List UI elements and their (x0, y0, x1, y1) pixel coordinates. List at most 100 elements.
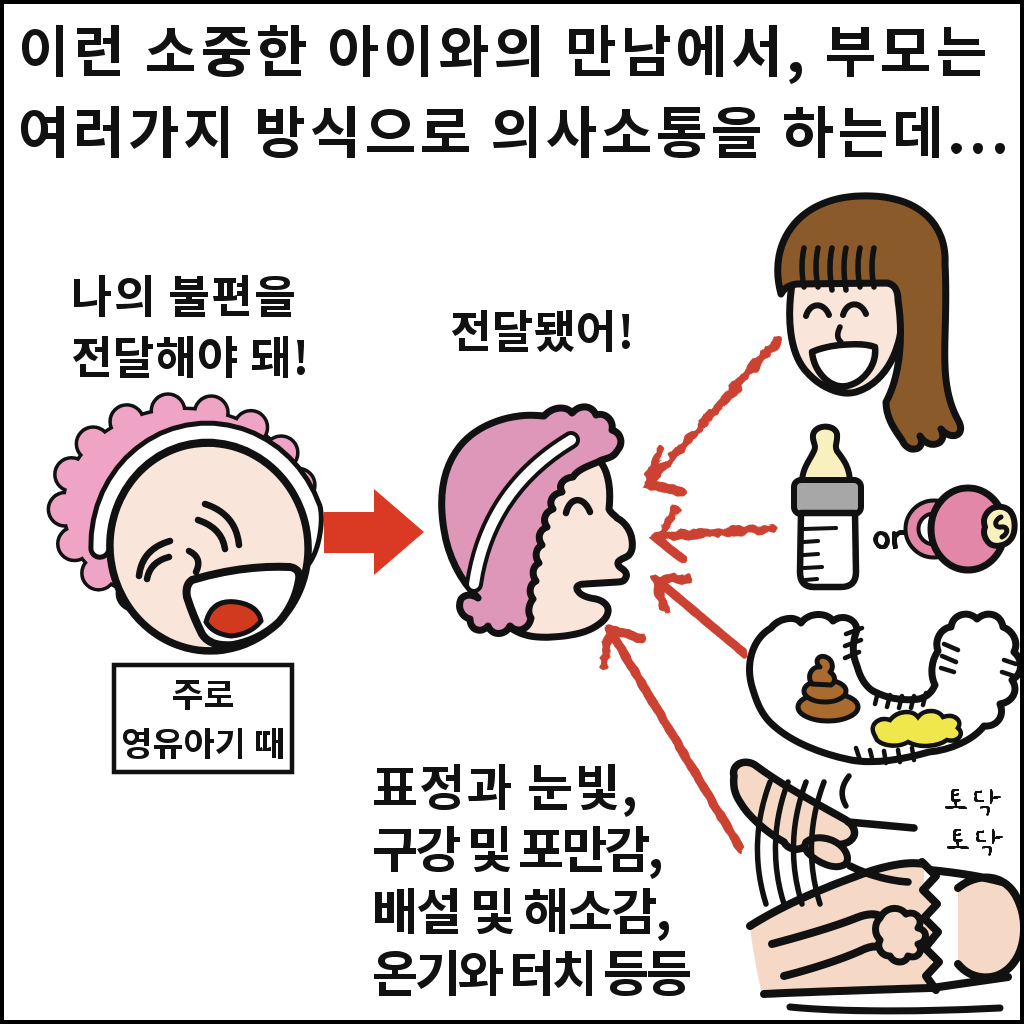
crayon-arrow-from-patting (599, 624, 745, 853)
crayon-arrows (599, 335, 783, 853)
art-path (790, 779, 809, 907)
patting-thumb (801, 834, 851, 871)
art-path (853, 745, 863, 763)
art-path (642, 445, 687, 497)
diaper-illustration (746, 610, 1024, 766)
title-line-2: 여러가지 방식으로 의사소통을 하는데... (18, 102, 1005, 167)
art-path (827, 245, 835, 293)
art-path (143, 553, 173, 583)
baby-caption-line-1: 나의 불편을 (74, 275, 294, 317)
baby-caption-line-2: 전달해야 돼! (71, 332, 310, 385)
transfer-arrow (324, 489, 424, 575)
art-path (194, 516, 229, 553)
art-path (746, 859, 928, 930)
art-path (786, 1003, 1004, 1015)
pat-sound-line-1: 토닥 (941, 780, 1007, 821)
art-path (803, 302, 832, 319)
art-path (842, 637, 864, 649)
art-path (645, 335, 783, 487)
crayon-arrow-from-mom-face (642, 335, 783, 497)
age-box-line-2-text: 영유아기 때 (121, 725, 288, 765)
baby-caption-line-1-outline (74, 275, 294, 317)
senses-list-line-1-text: 표정과 눈빛, (372, 760, 634, 818)
mother-head-illustration (438, 403, 636, 641)
art-path (920, 690, 929, 708)
pat-baby-fist (872, 905, 929, 966)
baby-caption-line-2-text: 전달해야 돼! (71, 332, 310, 385)
crying-baby-illustration (46, 392, 324, 655)
title-line-1-outline (22, 25, 985, 84)
age-box-line-1-text: 주로 (172, 676, 235, 716)
art-path (835, 324, 844, 345)
art-path (941, 641, 961, 653)
mother-bonnet (438, 403, 625, 637)
bottle-collar (791, 477, 864, 517)
art-g (802, 526, 838, 582)
bottle-nipple (799, 423, 853, 486)
art-path (760, 984, 934, 998)
art-path (185, 547, 202, 576)
milk-bottle-illustration (791, 423, 864, 591)
senses-list-line-3-outline (375, 888, 669, 941)
art-path (881, 748, 889, 766)
mother-caption: 전달됐어! (450, 306, 634, 359)
baby-caption-line-2-outline (73, 336, 305, 378)
art-path (846, 862, 912, 886)
art-path (813, 245, 821, 290)
art-path (201, 500, 243, 549)
senses-list-line-1-outline (374, 764, 635, 817)
art-path (884, 692, 893, 710)
bottle-body (796, 509, 860, 591)
art-path (999, 669, 1017, 679)
mom-face-illustration (774, 192, 965, 453)
art-path (469, 435, 576, 589)
art-path (839, 773, 852, 809)
art-path (896, 693, 905, 711)
art-path (606, 627, 745, 853)
art-path (802, 565, 824, 570)
art-path (808, 779, 827, 907)
art-path (807, 653, 838, 688)
art-path (772, 779, 791, 907)
pat-sound-line-2-text: 토닥 (943, 820, 1009, 861)
crayon-arrow-from-bottle (649, 505, 777, 565)
art-path (802, 526, 838, 531)
art-path (799, 245, 807, 290)
art-path (872, 689, 881, 707)
art-path (926, 866, 1006, 886)
title-line-2-text: 여러가지 방식으로 의사소통을 하는데... (18, 102, 949, 167)
mother-caption-outline (452, 310, 630, 352)
senses-list-line-2-outline (374, 826, 661, 879)
patting-scene-illustration (729, 758, 1024, 1015)
art-path (135, 537, 174, 580)
baby-tongue (203, 599, 264, 639)
art-path (649, 505, 689, 565)
art-path (993, 514, 1010, 540)
art-path (768, 910, 884, 948)
mom-hair (774, 192, 965, 453)
mother-caption-text: 전달됐어! (450, 306, 634, 359)
senses-list-line-4-outline (374, 950, 690, 996)
art-path (650, 573, 693, 613)
senses-list-line-2-text: 구강 및 포만감, (372, 822, 696, 880)
title-line-1: 이런 소중한 아이와의 만남에서, 부모는 (22, 25, 985, 84)
pat-sound-line-2-outline (947, 829, 1003, 856)
senses-list-line-3-text: 배설 및 해소감, (372, 884, 696, 942)
diaper-waistband (918, 858, 943, 994)
art-path (653, 576, 749, 658)
art-path (802, 539, 820, 544)
or-label: or (873, 530, 907, 549)
art-path (93, 425, 319, 565)
senses-list-line-4: 온기와 터치 등등 (372, 946, 726, 1004)
pat-sound-line-1-text: 토닥 (941, 780, 1007, 821)
art-path (909, 745, 917, 763)
age-box-line-2-outline (123, 728, 283, 759)
senses-list-line-4-text: 온기와 터치 등등 (372, 946, 726, 1004)
art-path (653, 523, 777, 542)
senses-list-line-2: 구강 및 포만감, (372, 822, 696, 880)
age-box-frame (111, 662, 295, 775)
pat-baby-body (750, 863, 932, 994)
mother-eye (562, 496, 594, 517)
